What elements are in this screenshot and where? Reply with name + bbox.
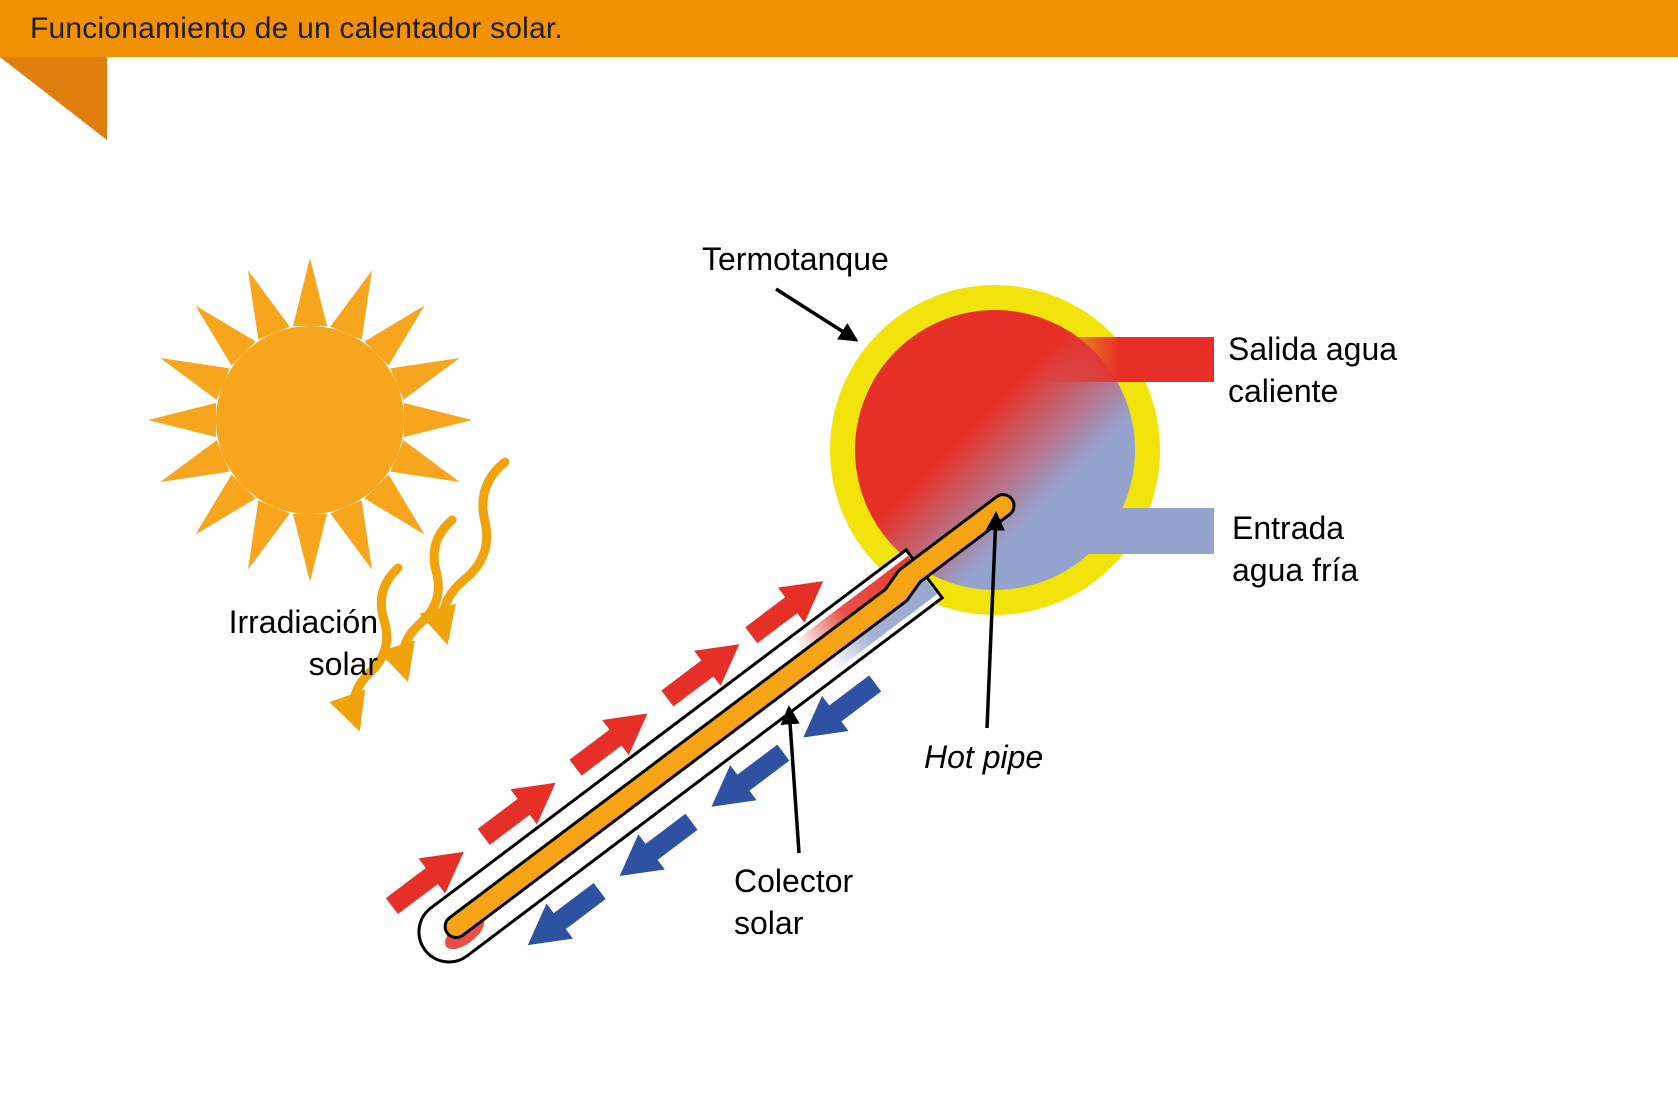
sun-icon [148,258,472,582]
irradiation-wavy-arrows [329,457,510,732]
solar-collector [385,493,1016,964]
hot-pipe-pointer-arrow [985,511,1005,729]
colector-pointer-arrow [780,705,801,854]
label-salida-agua-caliente: Salida agua caliente [1228,331,1398,410]
annotation-arrows [775,287,1005,854]
red-arrow-icon [477,782,556,845]
wavy-arrow-icon [419,457,510,646]
cold-water-inlet-pipe [1080,508,1214,554]
blue-arrow-icon [619,813,698,876]
label-termotanque: Termotanque [702,241,889,277]
cold-return-arrows [527,675,882,946]
hot-pipe [443,493,1016,939]
tank-ring [830,285,1160,615]
blue-arrow-icon [527,883,606,946]
wavy-arrow-icon [378,515,457,683]
page-title: Funcionamiento de un calentador solar. [30,11,563,45]
label-entrada-agua-fria: Entrada agua fría [1232,510,1359,589]
termotanque-pointer-arrow [775,287,859,342]
label-colector-solar: Colector solar [734,863,854,942]
header-corner-triangle [0,57,107,140]
heat-in-arrows [385,581,824,915]
label-irradiacion-solar: Irradiación solar [228,604,378,683]
red-arrow-icon [745,581,824,644]
blue-arrow-icon [711,744,790,807]
tank [830,285,1214,615]
label-hot-pipe: Hot pipe [924,739,1044,775]
red-arrow-icon [661,644,740,707]
blue-arrow-icon [803,675,882,738]
header-bar: Funcionamiento de un calentador solar. [0,0,1678,57]
red-arrow-icon [385,851,464,915]
red-arrow-icon [569,713,648,776]
hot-water-outlet-pipe [1040,337,1214,382]
